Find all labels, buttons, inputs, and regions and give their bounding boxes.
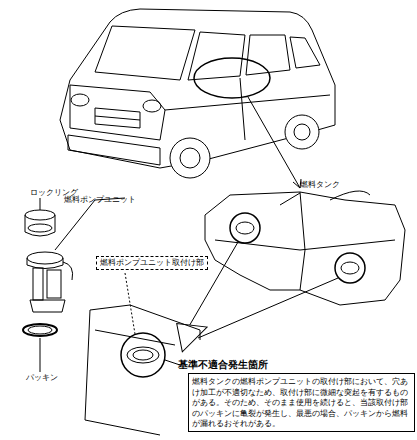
headlight — [143, 100, 161, 112]
wheel — [170, 138, 210, 178]
packing — [28, 326, 52, 334]
hose — [330, 191, 370, 200]
leader-line — [280, 193, 300, 205]
packing — [23, 324, 57, 336]
grille-bar — [95, 116, 140, 120]
part-label: 燃料タンク — [300, 180, 340, 190]
pump-unit — [33, 268, 43, 300]
windshield — [95, 26, 195, 80]
leader-line — [248, 97, 300, 188]
leader-line — [40, 198, 41, 210]
wheel — [285, 115, 319, 149]
headlight — [71, 94, 89, 106]
leader-line — [165, 360, 180, 365]
note-box: 基準不適合発生箇所燃料タンクの燃料ポンプユニットの取付け部において、穴あけ加工が… — [188, 359, 415, 432]
part-label: 燃料ポンプユニット — [64, 195, 136, 205]
grille — [95, 108, 140, 128]
pump-unit — [27, 258, 63, 269]
rear-window — [290, 37, 320, 68]
box-text: 燃料ポンプユニット取付け部 — [100, 258, 204, 268]
pump-wire — [63, 262, 73, 280]
pump-unit — [47, 270, 61, 298]
fuel-tank — [205, 192, 405, 305]
door-line — [240, 78, 245, 140]
leader-line — [40, 338, 41, 372]
lock-ring — [25, 215, 55, 236]
lock-ring — [28, 224, 52, 232]
dashed-box: 燃料ポンプユニット取付け部 — [96, 256, 208, 270]
pump-flange — [133, 350, 153, 360]
part-label: パッキン — [26, 373, 58, 383]
front-face — [70, 85, 165, 140]
arrow-head — [293, 179, 301, 188]
side-window — [246, 35, 290, 75]
bumper — [68, 135, 160, 165]
pump-unit — [27, 252, 63, 264]
callout-circle — [335, 253, 365, 283]
lock-ring — [25, 210, 55, 220]
leader-line — [188, 242, 238, 328]
pump-flange — [236, 222, 254, 234]
wheel-hub — [294, 124, 310, 140]
leader-line — [198, 278, 338, 338]
tank-seam — [300, 192, 305, 290]
pump-flange — [341, 262, 359, 274]
note-body: 燃料タンクの燃料ポンプユニットの取付け部において、穴あけ加工が不適切なため、取付… — [188, 373, 415, 432]
wheel-hub — [180, 148, 200, 168]
callout-ellipse — [194, 58, 270, 98]
callout-circle — [121, 333, 165, 377]
side-window — [188, 32, 245, 80]
note-heading: 基準不適合発生箇所 — [178, 359, 415, 371]
leader-line — [125, 273, 135, 334]
leader-line — [55, 200, 95, 250]
arrow-head — [165, 310, 207, 352]
callout-circle — [230, 213, 260, 243]
body-line — [165, 95, 330, 110]
pump-flange — [127, 347, 159, 363]
pump-unit — [30, 300, 65, 312]
